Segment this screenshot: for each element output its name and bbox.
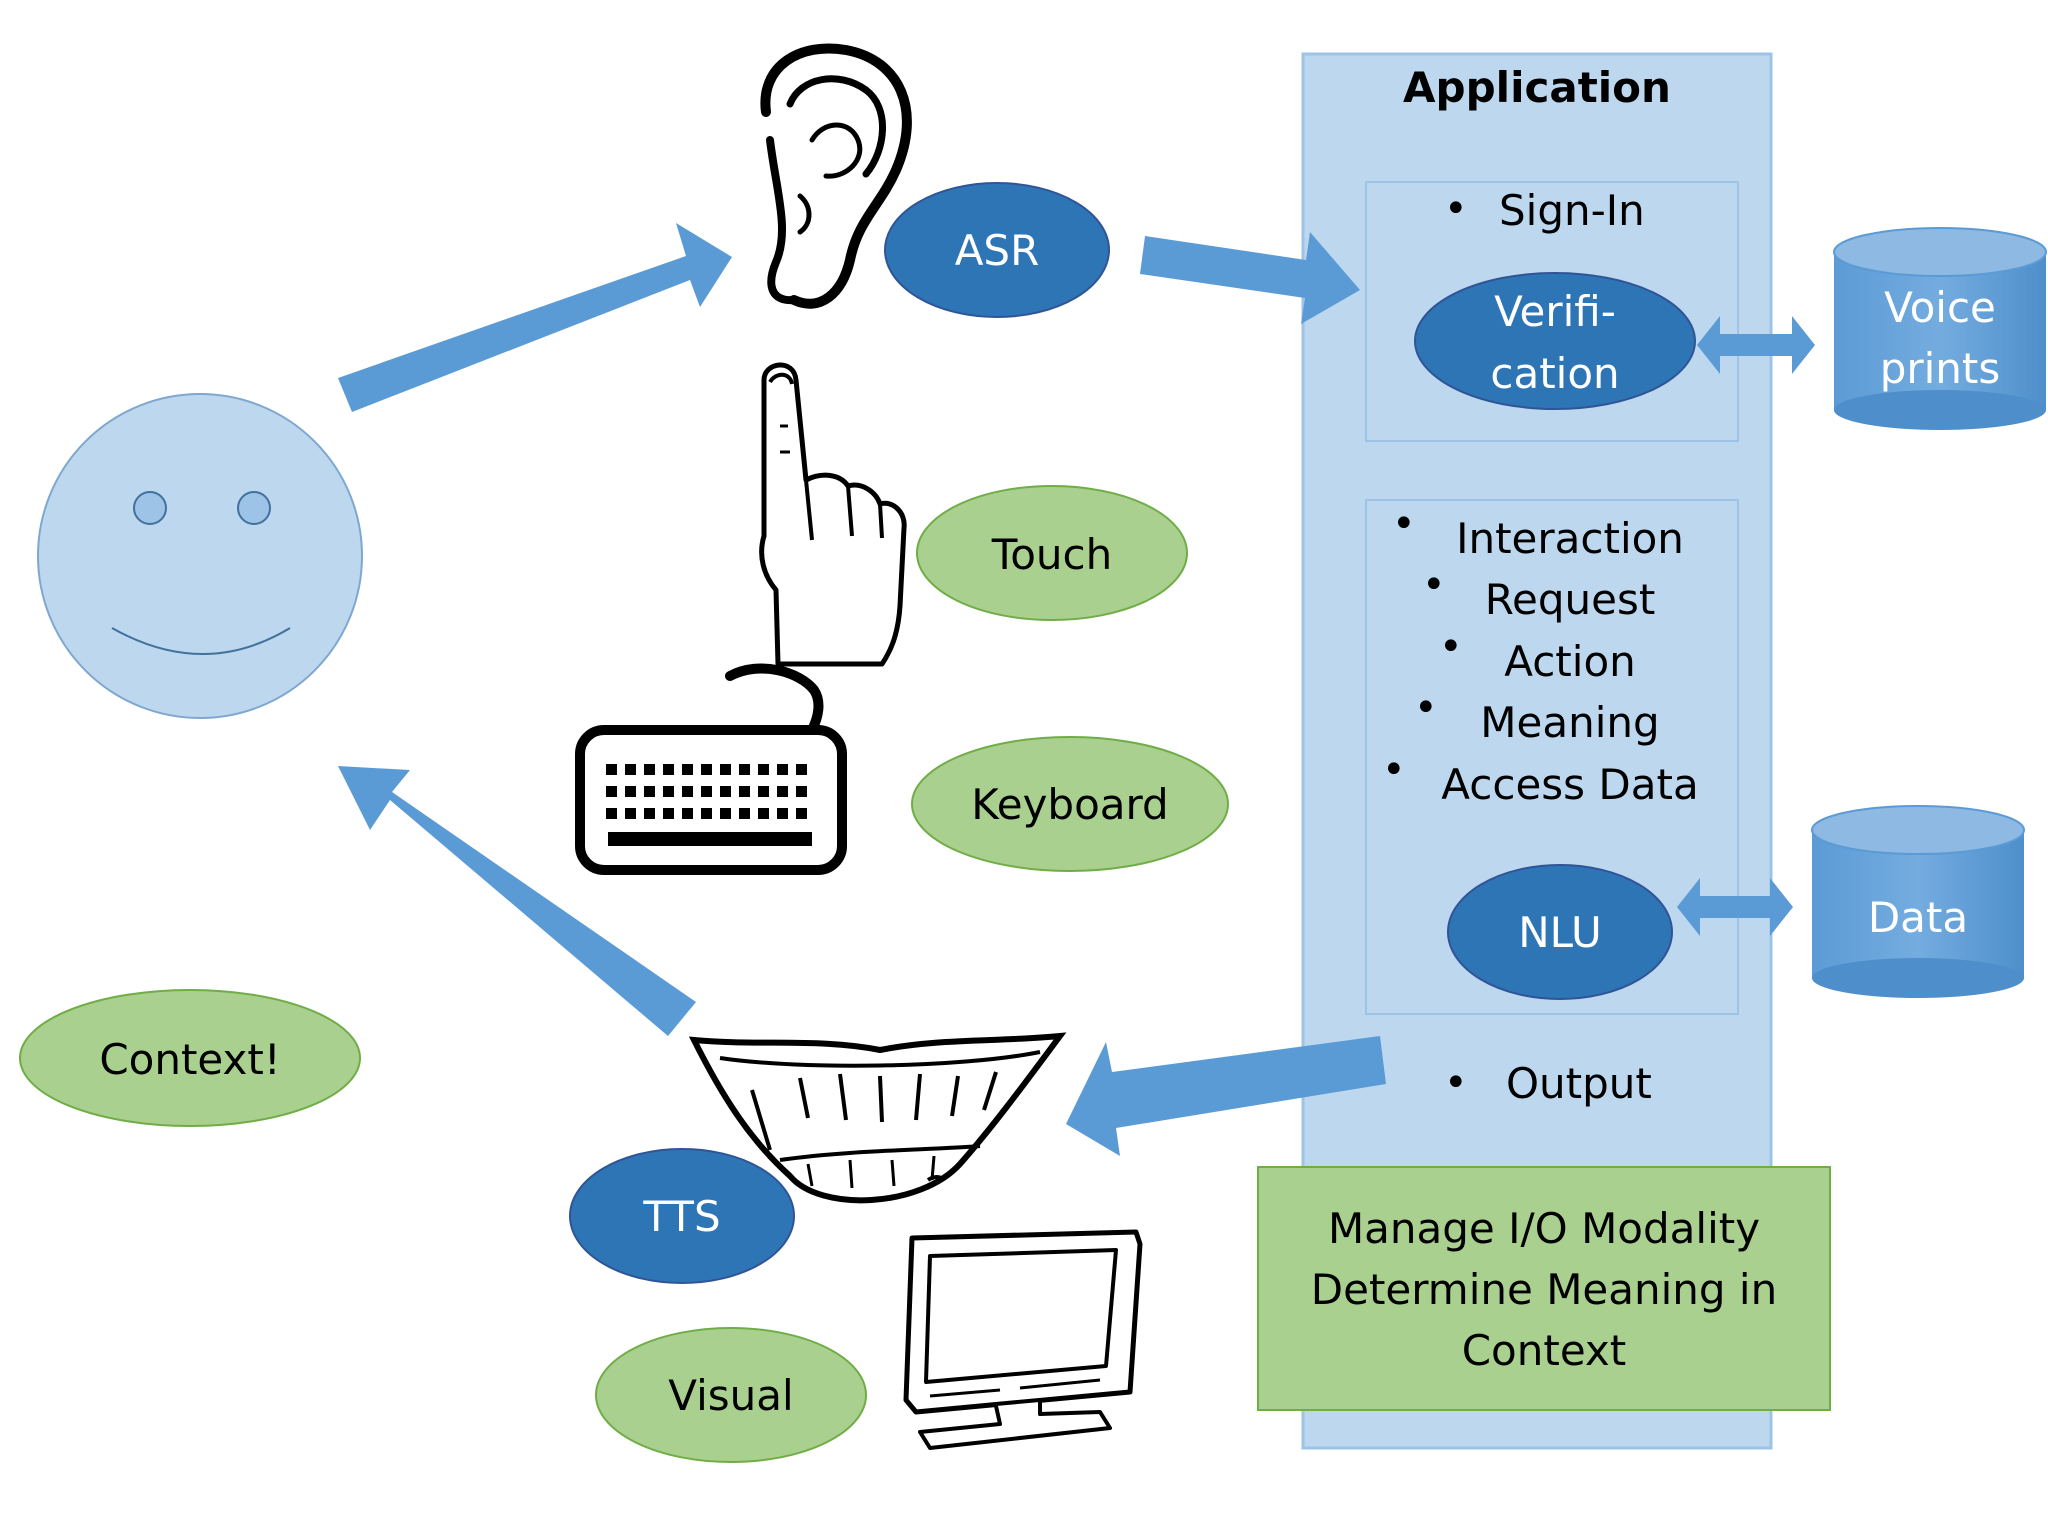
keyboard-key — [796, 786, 807, 797]
keyboard-key — [777, 764, 788, 775]
keyboard-key — [682, 808, 693, 819]
asr-label: ASR — [955, 226, 1040, 275]
pointing-finger-icon — [759, 362, 907, 667]
output-bullet: • — [1444, 1060, 1468, 1106]
tts-node — [569, 1148, 795, 1284]
keyboard-key — [606, 764, 617, 775]
keyboard-key — [777, 786, 788, 797]
keyboard-key — [739, 808, 750, 819]
touch-label: Touch — [991, 530, 1113, 579]
meaning-item: Meaning — [1480, 698, 1659, 747]
keyboard-key — [606, 808, 617, 819]
keyboard-key — [625, 808, 636, 819]
verification-node — [1414, 272, 1696, 410]
voiceprints-label-1: Voice — [1884, 283, 1996, 332]
keyboard-label: Keyboard — [971, 780, 1168, 829]
visual-node — [595, 1327, 867, 1463]
manage-line-2: Determine Meaning in — [1311, 1265, 1777, 1314]
keyboard-key — [739, 786, 750, 797]
request-bullet: • — [1422, 562, 1446, 608]
manage-box — [1257, 1166, 1831, 1411]
keyboard-key — [720, 786, 731, 797]
user-to-ear-arrow — [338, 223, 732, 412]
keyboard-key — [625, 764, 636, 775]
keyboard-key — [625, 786, 636, 797]
output-to-mouth-arrow — [1066, 1036, 1386, 1156]
keyboard-node — [911, 736, 1229, 872]
verification-label-2: cation — [1490, 349, 1619, 398]
keyboard-key — [701, 786, 712, 797]
application-title: Application — [1403, 63, 1671, 112]
keyboard-key — [644, 764, 655, 775]
keyboard-key — [663, 808, 674, 819]
data-database-icon — [1811, 805, 2025, 998]
smiley-face-icon — [37, 393, 363, 719]
keyboard-key — [796, 808, 807, 819]
meaning-bullet: • — [1414, 685, 1438, 731]
request-item: Request — [1485, 575, 1656, 624]
voiceprints-database-icon — [1833, 227, 2047, 430]
voiceprints-label-2: prints — [1880, 344, 2001, 393]
interaction-item: Interaction — [1456, 514, 1684, 563]
access-data-item: Access Data — [1441, 760, 1698, 809]
keyboard-key — [701, 808, 712, 819]
ear-icon — [760, 43, 912, 309]
keyboard-key — [663, 786, 674, 797]
nlu-label: NLU — [1518, 908, 1601, 957]
keyboard-key — [701, 764, 712, 775]
context-label: Context! — [99, 1035, 280, 1084]
nlu-data-arrow — [1677, 878, 1793, 936]
output-label: Output — [1506, 1059, 1652, 1108]
touch-node — [916, 485, 1188, 621]
asr-node — [884, 182, 1110, 318]
data-store-label: Data — [1868, 893, 1968, 942]
visual-label: Visual — [668, 1371, 793, 1420]
keyboard-key — [663, 764, 674, 775]
keyboard-key — [682, 786, 693, 797]
keyboard-key — [758, 764, 769, 775]
action-item: Action — [1504, 637, 1636, 686]
keyboard-key — [644, 786, 655, 797]
keyboard-key — [796, 764, 807, 775]
tts-label: TTS — [642, 1192, 720, 1241]
keyboard-key — [720, 808, 731, 819]
nlu-node — [1447, 864, 1673, 1000]
signin-bullet: • — [1444, 186, 1468, 232]
keyboard-icon — [575, 663, 847, 875]
context-node — [19, 989, 361, 1127]
manage-line-1: Manage I/O Modality — [1328, 1204, 1760, 1253]
monitor-icon — [903, 1229, 1143, 1450]
keyboard-key — [606, 786, 617, 797]
access-data-bullet: • — [1382, 747, 1406, 793]
signin-label: Sign-In — [1499, 186, 1645, 235]
manage-line-3: Context — [1462, 1326, 1627, 1375]
keyboard-key — [644, 808, 655, 819]
verification-label-1: Verifi- — [1494, 287, 1616, 336]
keyboard-key — [682, 764, 693, 775]
verification-voiceprints-arrow — [1697, 316, 1815, 374]
interaction-bullet: • — [1392, 501, 1416, 547]
asr-to-application-arrow — [1140, 232, 1360, 324]
keyboard-key — [739, 764, 750, 775]
mouth-to-user-arrow — [338, 766, 696, 1036]
keyboard-key — [758, 808, 769, 819]
action-bullet: • — [1439, 624, 1463, 670]
keyboard-key — [777, 808, 788, 819]
smiling-mouth-icon — [688, 1032, 1067, 1204]
keyboard-key — [720, 764, 731, 775]
keyboard-key — [758, 786, 769, 797]
